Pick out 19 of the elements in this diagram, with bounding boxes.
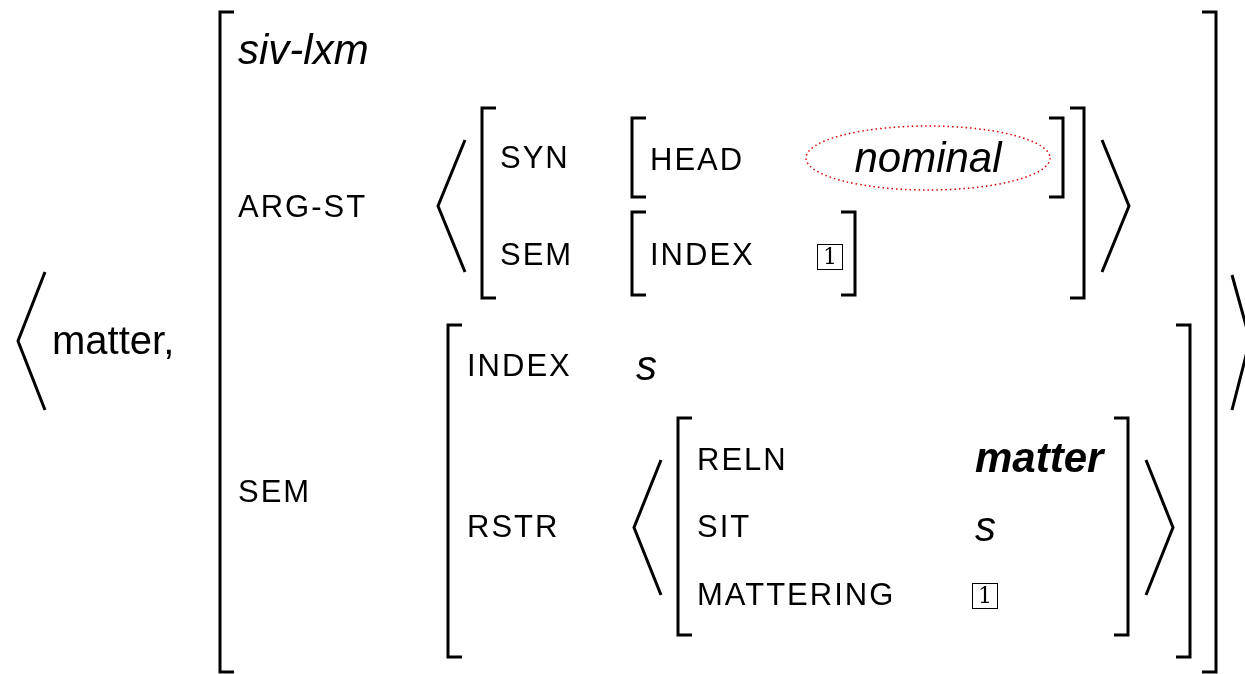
tag-number: 1 [817,244,843,270]
attribute-label: MATTERING [697,577,896,613]
attribute-label: ARG-ST [238,189,368,225]
value-text: nominal [854,134,1002,182]
value-text: s [975,503,996,551]
tag-number: 1 [972,583,998,609]
attribute-label: HEAD [650,142,745,178]
attribute-label: INDEX [467,348,572,384]
value-text: matter [975,434,1104,482]
attribute-label: INDEX [650,237,755,273]
word-text: matter, [52,318,175,362]
attribute-label: SEM [500,237,574,273]
type-name: siv-lxm [238,26,369,74]
attribute-label: SEM [238,474,312,510]
attribute-label: SIT [697,509,752,545]
value-text: s [636,342,657,390]
attribute-label: SYN [500,140,570,176]
attribute-label: RELN [697,442,788,478]
attribute-label: RSTR [467,509,560,545]
